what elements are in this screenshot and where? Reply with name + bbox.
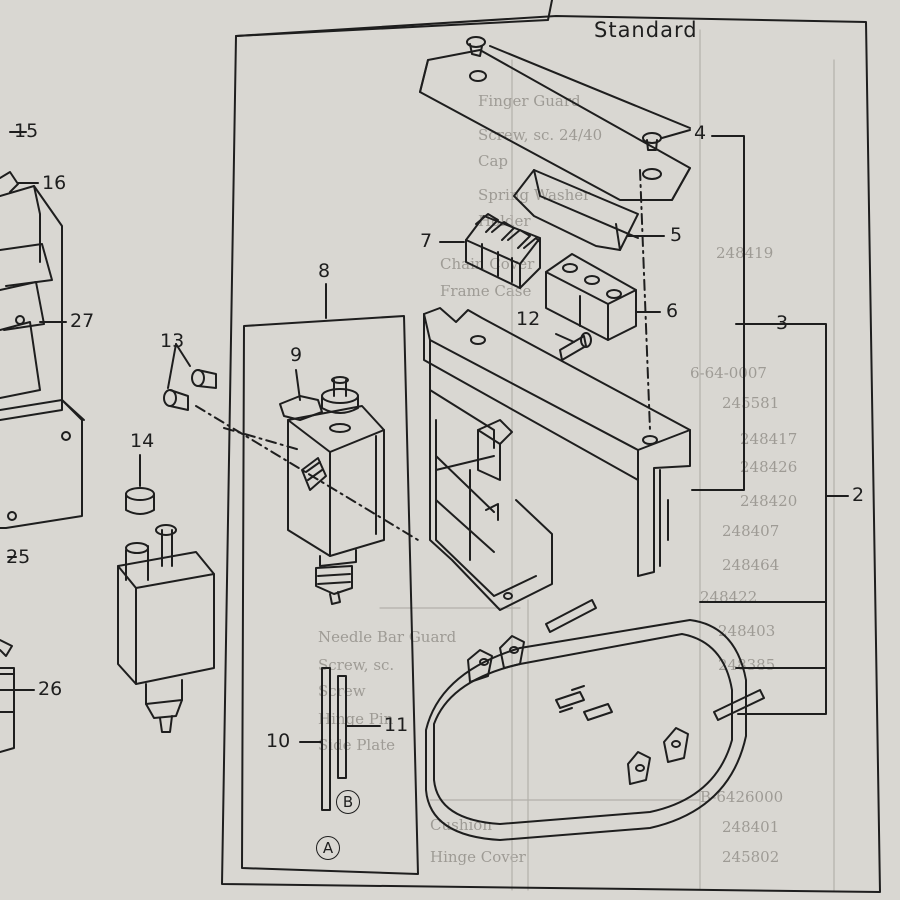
leader-4b <box>661 129 691 139</box>
callout-14: 14 <box>130 430 155 452</box>
lubricator-part-9 <box>279 376 385 605</box>
callout-4: 4 <box>694 122 707 144</box>
marker-a-text: A <box>316 836 340 860</box>
bg-num-5: 248420 <box>740 492 798 510</box>
callout-9: 9 <box>290 344 303 366</box>
screws-part-13 <box>163 369 217 411</box>
bg-text-0: Finger Guard <box>478 92 581 110</box>
marker-a: A <box>316 836 340 860</box>
callout-11: 11 <box>384 714 409 736</box>
leader-4a <box>489 45 691 129</box>
bg-text-7: Needle Bar Guard <box>318 628 457 646</box>
marker-b-text: B <box>336 790 360 814</box>
leader-9 <box>295 369 301 401</box>
bg-text-13: Hinge Cover <box>430 848 526 866</box>
bg-num-13: 245802 <box>722 848 780 866</box>
standard-frame <box>235 0 553 37</box>
bg-num-4: 248426 <box>740 458 798 476</box>
screw-part-12 <box>559 332 592 361</box>
group-8-frame <box>241 315 419 875</box>
bg-num-3: 248417 <box>740 430 798 448</box>
switch-block-part-7 <box>465 213 541 289</box>
leader-13b <box>167 343 177 389</box>
callout-25: 25 <box>6 546 31 568</box>
callout-12: 12 <box>516 308 541 330</box>
top-cover <box>419 36 691 201</box>
callout-6: 6 <box>666 300 679 322</box>
bg-num-10: 248385 <box>718 656 776 674</box>
background-table-lines <box>379 29 835 891</box>
left-machine-body <box>0 171 85 753</box>
cap-part-14 <box>125 487 155 515</box>
callout-5: 5 <box>670 224 683 246</box>
bg-text-8: Screw, sc. <box>318 656 395 674</box>
terminal-block-part-6 <box>545 253 637 341</box>
leader-13 <box>175 343 191 367</box>
base-cover-part-2 <box>425 599 765 841</box>
callout-26: 26 <box>38 678 63 700</box>
rods-parts-10-11 <box>321 667 347 811</box>
center-line-4 <box>639 169 651 431</box>
callout-27: 27 <box>70 310 95 332</box>
leader-12 <box>555 333 575 343</box>
callout-16: 16 <box>42 172 67 194</box>
bg-num-1: 6-64-0007 <box>690 364 767 382</box>
spare-lubricator-unit <box>117 524 215 733</box>
marker-b: B <box>336 790 360 814</box>
callout-2: 2 <box>852 484 865 506</box>
bg-num-12: 248401 <box>722 818 780 836</box>
callout-10: 10 <box>266 730 291 752</box>
center-line-13 <box>195 405 419 541</box>
bg-num-6: 248407 <box>722 522 780 540</box>
bg-text-6: Frame Case <box>440 282 532 300</box>
bracket-3 <box>737 323 827 715</box>
bg-num-7: 248464 <box>722 556 780 574</box>
cover-part-5 <box>513 169 639 251</box>
bg-num-11: B-6426000 <box>700 788 784 806</box>
callout-3: 3 <box>776 312 789 334</box>
callout-15: 15 <box>14 120 39 142</box>
bg-num-9: 248403 <box>718 622 776 640</box>
bg-text-2: Cap <box>478 152 509 170</box>
standard-frame-outline <box>221 15 881 893</box>
callout-8: 8 <box>318 260 331 282</box>
bracket-3-top <box>691 135 745 491</box>
bg-text-3: Spring Washer <box>478 186 591 204</box>
bg-text-10: Hinge Pin <box>318 710 394 728</box>
diagram-title: Standard <box>594 18 698 42</box>
bg-num-2: 245581 <box>722 394 780 412</box>
frame-body-part-3 <box>423 307 691 611</box>
callout-13: 13 <box>160 330 185 352</box>
callout-7: 7 <box>420 230 433 252</box>
